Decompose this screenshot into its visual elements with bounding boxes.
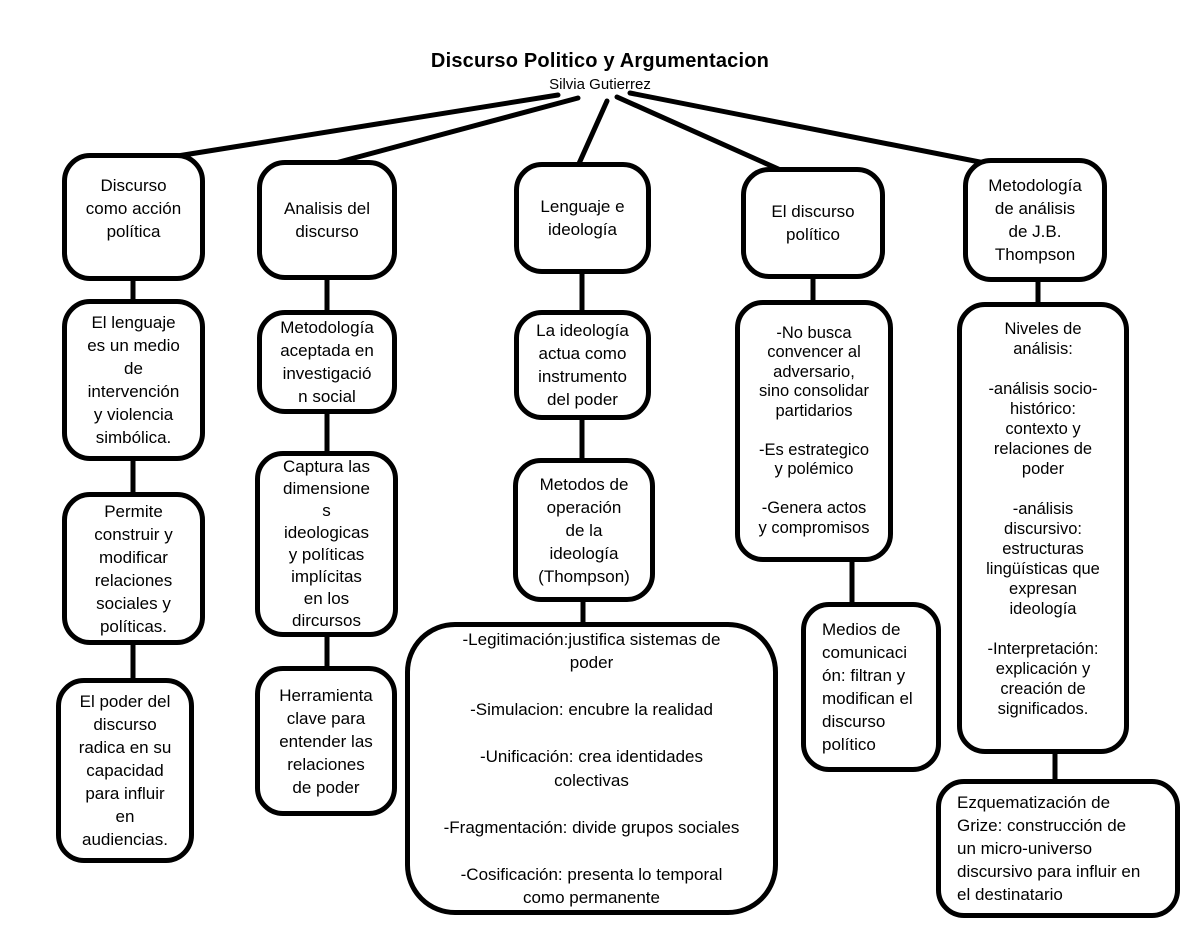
node-herramienta-clave: Herramienta clave para entender las rela…: [255, 666, 397, 816]
node-modos-operacion-lista: -Legitimación:justifica sistemas de pode…: [405, 622, 778, 915]
node-metodologia-jb-thompson: Metodología de análisis de J.B. Thompson: [963, 158, 1107, 282]
connector-title-col3: [574, 98, 610, 171]
node-metodologia-aceptada: Metodología aceptada en investigació n s…: [257, 310, 397, 414]
node-ideologia-instrumento-poder: La ideología actua como instrumento del …: [514, 310, 651, 420]
node-discurso-como-accion-politica: Discurso como acción política: [62, 153, 205, 281]
node-metodos-operacion-ideologia: Metodos de operación de la ideología (Th…: [513, 458, 655, 602]
connector-title-col1: [112, 92, 561, 169]
node-ezquematizacion-grize: Ezquematización de Grize: construcción d…: [936, 779, 1180, 918]
connector-title-col2: [325, 95, 581, 168]
node-analisis-del-discurso: Analisis del discurso: [257, 160, 397, 280]
node-permite-construir-modificar: Permite construir y modificar relaciones…: [62, 492, 205, 645]
connector-title-col5: [627, 90, 1003, 169]
map-author: Silvia Gutierrez: [549, 76, 651, 93]
node-lenguaje-medio-intervencion: El lenguaje es un medio de intervención …: [62, 299, 205, 461]
node-captura-dimensiones: Captura las dimensione s ideologicas y p…: [255, 451, 398, 637]
connector-title-col4: [614, 94, 788, 175]
node-el-discurso-politico: El discurso político: [741, 167, 885, 279]
map-title: Discurso Politico y Argumentacion: [430, 50, 770, 72]
node-no-busca-convencer: -No busca convencer al adversario, sino …: [735, 300, 893, 562]
node-lenguaje-e-ideologia: Lenguaje e ideología: [514, 162, 651, 274]
node-niveles-de-analisis: Niveles de análisis: -análisis socio- hi…: [957, 302, 1129, 754]
node-medios-de-comunicacion: Medios de comunicaci ón: filtran y modif…: [801, 602, 941, 772]
node-poder-del-discurso: El poder del discurso radica en su capac…: [56, 678, 194, 863]
